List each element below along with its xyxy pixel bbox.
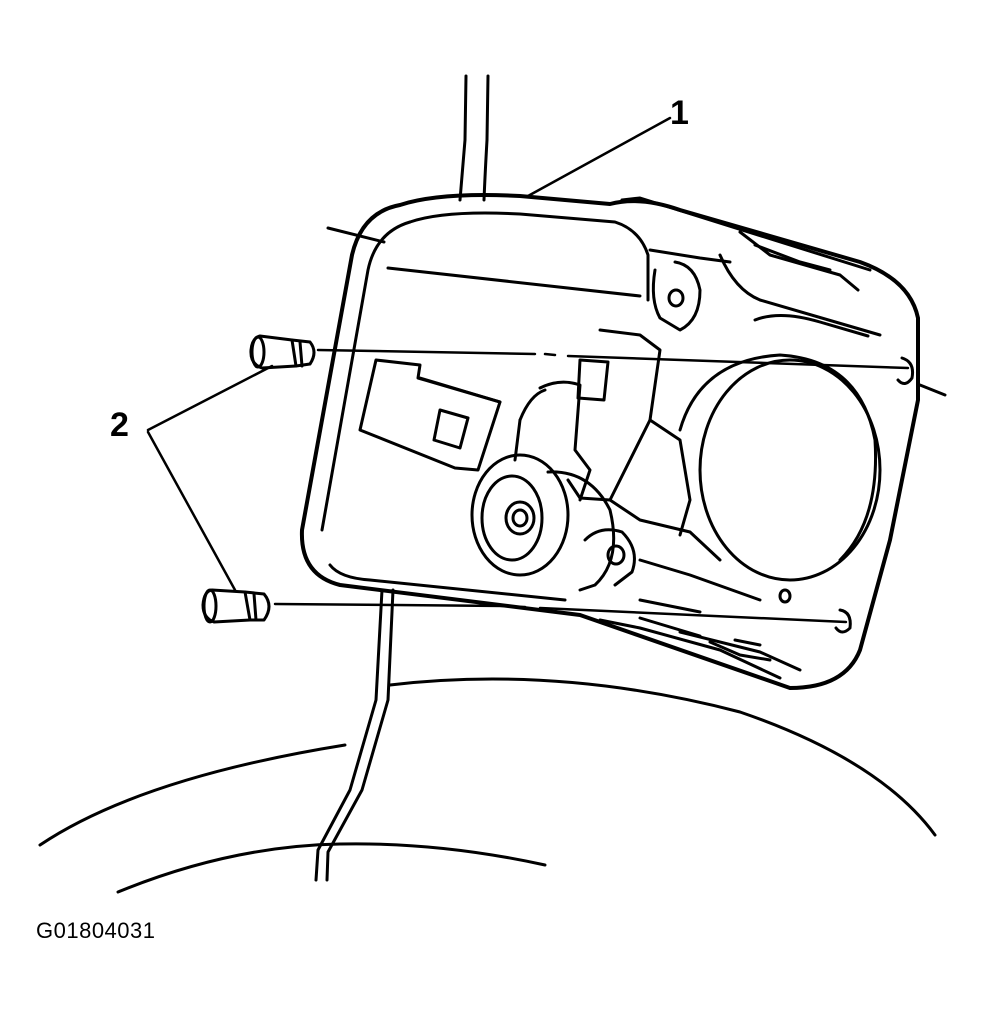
housing-bottom-ribs [600, 600, 800, 678]
body-line-upper [328, 228, 384, 242]
fuel-door-flap [360, 268, 640, 470]
callout-label-2: 2 [110, 406, 129, 444]
filler-neck-opening [680, 355, 880, 602]
lower-bracket [585, 530, 760, 600]
figure-id-label: G01804031 [36, 918, 156, 943]
housing-top-rib [622, 198, 880, 336]
callout-2-leaders [148, 366, 272, 590]
mounting-holes [836, 358, 913, 632]
body-line-right [920, 385, 945, 395]
actuator-motor [472, 455, 614, 590]
latch-actuator [515, 330, 720, 560]
upper-fastener [251, 336, 314, 368]
alignment-lines [275, 350, 908, 622]
lower-fastener [203, 590, 269, 622]
callout-1-leader [528, 118, 670, 196]
callout-label-1: 1 [670, 94, 689, 132]
body-contour-arcs [40, 679, 935, 892]
fuel-door-housing [302, 195, 918, 688]
